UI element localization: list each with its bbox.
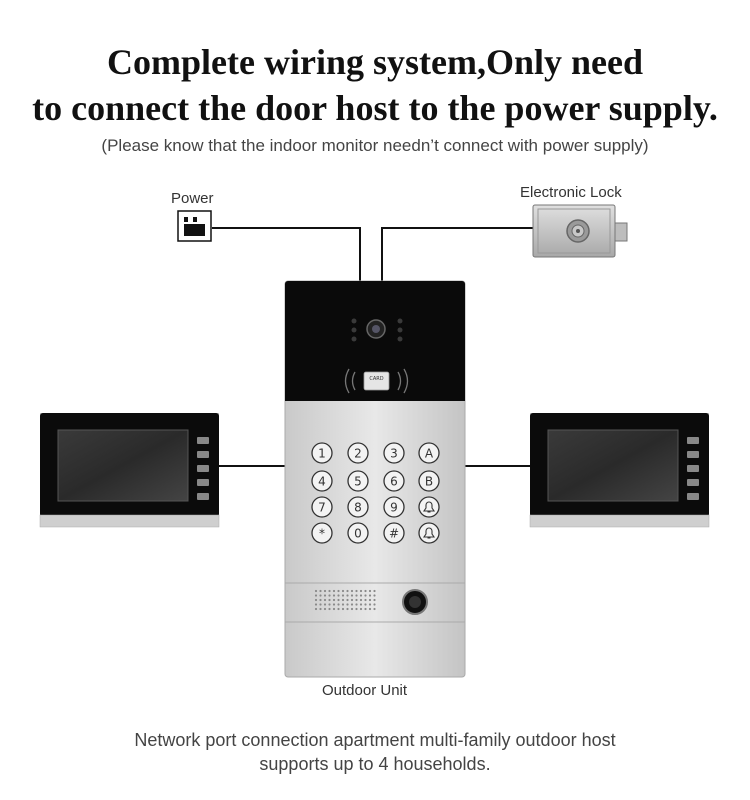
lock-wire: [381, 227, 533, 281]
keypad-key[interactable]: 9: [383, 496, 405, 518]
caption-line-2: supports up to 4 households.: [259, 754, 491, 774]
keypad-key-label: #: [389, 527, 399, 541]
keypad-key[interactable]: 0: [347, 522, 369, 544]
speaker-grille: [314, 589, 376, 611]
card-reader-label: CARD: [369, 376, 383, 382]
headline-line-2: to connect the door host to the power su…: [32, 88, 718, 128]
indoor-monitor-left: [39, 413, 220, 528]
keypad-key[interactable]: A: [418, 442, 440, 464]
keypad-key[interactable]: 3: [383, 442, 405, 464]
keypad-key-label: 2: [354, 447, 362, 461]
outdoor-unit: CARD 1 2 3 A 4 5 6 B 7 8 9 * 0 #: [284, 280, 466, 678]
keypad-key[interactable]: #: [383, 522, 405, 544]
keypad-key[interactable]: [418, 522, 440, 544]
bell-icon: [422, 527, 436, 539]
keypad-key-label: 5: [354, 475, 362, 489]
keypad-key[interactable]: B: [418, 470, 440, 492]
subtitle-note: (Please know that the indoor monitor nee…: [101, 136, 649, 155]
ir-leds: [351, 318, 403, 342]
keypad-key[interactable]: [418, 496, 440, 518]
power-supply-icon: [177, 210, 212, 242]
keypad-key-label: 1: [318, 447, 326, 461]
headline-line-1: Complete wiring system,Only need: [107, 42, 643, 82]
keypad-key-label: 8: [354, 501, 362, 515]
keypad-key[interactable]: 4: [311, 470, 333, 492]
electronic-lock-icon: [532, 204, 628, 258]
keypad-key[interactable]: 6: [383, 470, 405, 492]
keypad-key[interactable]: *: [311, 522, 333, 544]
keypad-key[interactable]: 5: [347, 470, 369, 492]
keypad-key-label: 4: [318, 475, 326, 489]
electronic-lock-label: Electronic Lock: [520, 184, 622, 201]
caption-line-1: Network port connection apartment multi-…: [134, 730, 616, 750]
keypad-key-label: 6: [390, 475, 398, 489]
keypad-key-label: 9: [390, 501, 398, 515]
power-wire: [212, 227, 361, 281]
outdoor-unit-top-panel: [285, 281, 465, 401]
outdoor-unit-label: Outdoor Unit: [322, 682, 408, 699]
keypad-key[interactable]: 2: [347, 442, 369, 464]
keypad-key[interactable]: 7: [311, 496, 333, 518]
wires: [212, 227, 533, 467]
power-label: Power: [171, 190, 214, 207]
keypad-key[interactable]: 8: [347, 496, 369, 518]
keypad-key-label: A: [425, 447, 434, 461]
keypad-key-label: *: [319, 527, 325, 541]
keypad-key-label: 7: [318, 501, 326, 515]
indoor-monitor-right: [529, 413, 710, 528]
keypad-key-label: 3: [390, 447, 398, 461]
keypad: 1 2 3 A 4 5 6 B 7 8 9 * 0 #: [311, 442, 440, 544]
keypad-key-label: B: [425, 475, 433, 489]
keypad-key[interactable]: 1: [311, 442, 333, 464]
keypad-key-label: 0: [354, 527, 362, 541]
bell-icon: [422, 501, 436, 513]
card-reader-icon: CARD: [344, 368, 409, 394]
